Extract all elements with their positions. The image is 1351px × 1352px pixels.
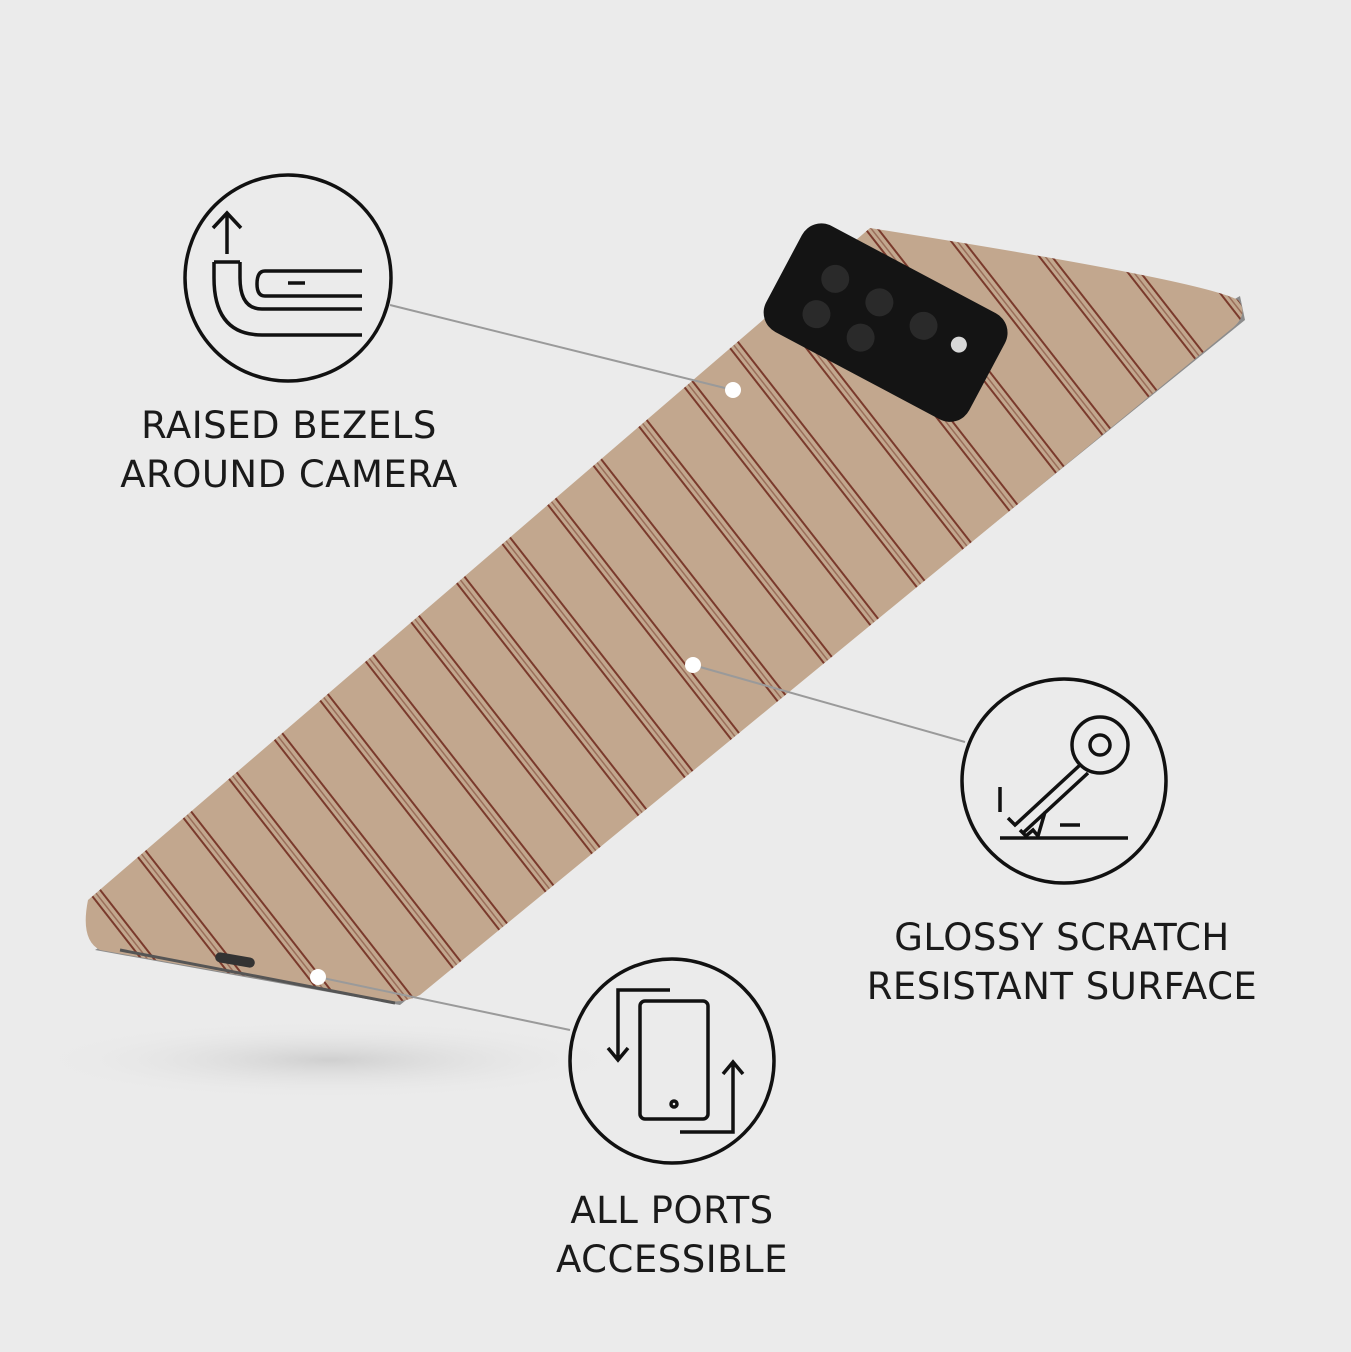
case-shadow — [30, 1020, 630, 1100]
key-scratch-icon — [960, 677, 1168, 885]
usb-port — [215, 952, 255, 968]
feature-label-line: RAISED BEZELS — [141, 404, 437, 447]
feature-label-line: RESISTANT SURFACE — [866, 965, 1258, 1008]
phone-rotate-ports-icon — [568, 957, 776, 1165]
feature-label-line: AROUND CAMERA — [120, 453, 458, 496]
phone-case — [85, 223, 1245, 1005]
camera-module — [763, 223, 1008, 422]
leader-lines — [317, 304, 966, 1031]
feature-label-line: GLOSSY SCRATCH — [894, 916, 1230, 959]
callout-dot-ports — [310, 969, 326, 985]
feature-label-raised-bezels: RAISED BEZELS AROUND CAMERA — [120, 401, 458, 499]
raised-bezel-icon — [183, 173, 393, 383]
feature-label-line: ALL PORTS — [570, 1189, 774, 1232]
callout-dot-camera — [725, 382, 741, 398]
callout-dot-surface — [685, 657, 701, 673]
feature-label-line: ACCESSIBLE — [556, 1238, 788, 1281]
feature-label-glossy-surface: GLOSSY SCRATCH RESISTANT SURFACE — [867, 913, 1258, 1011]
case-back — [85, 228, 1243, 1002]
feature-label-ports: ALL PORTS ACCESSIBLE — [556, 1186, 788, 1284]
